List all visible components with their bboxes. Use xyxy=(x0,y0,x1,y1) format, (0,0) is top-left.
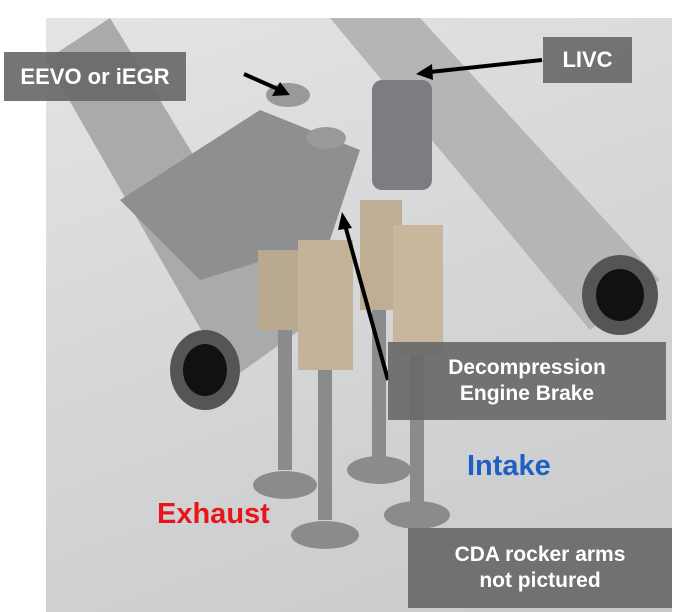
eevo-label: EEVO or iEGR xyxy=(4,52,186,101)
decompression-label-line2: Engine Brake xyxy=(459,382,595,405)
rocker-arms xyxy=(120,80,432,280)
valve-springs xyxy=(258,200,443,370)
arrows xyxy=(243,58,543,381)
decompression-label-line1: Decompression xyxy=(448,355,606,379)
intake-label: Intake xyxy=(467,450,551,482)
cda-label-line1: CDA rocker arms xyxy=(454,542,626,566)
exhaust-label: Exhaust xyxy=(157,498,270,530)
decompression-label: Decompression Engine Brake xyxy=(388,342,666,420)
cda-label: CDA rocker arms not pictured xyxy=(408,528,672,608)
livc-label: LIVC xyxy=(543,37,632,83)
cda-label-line2: not pictured xyxy=(479,569,601,592)
